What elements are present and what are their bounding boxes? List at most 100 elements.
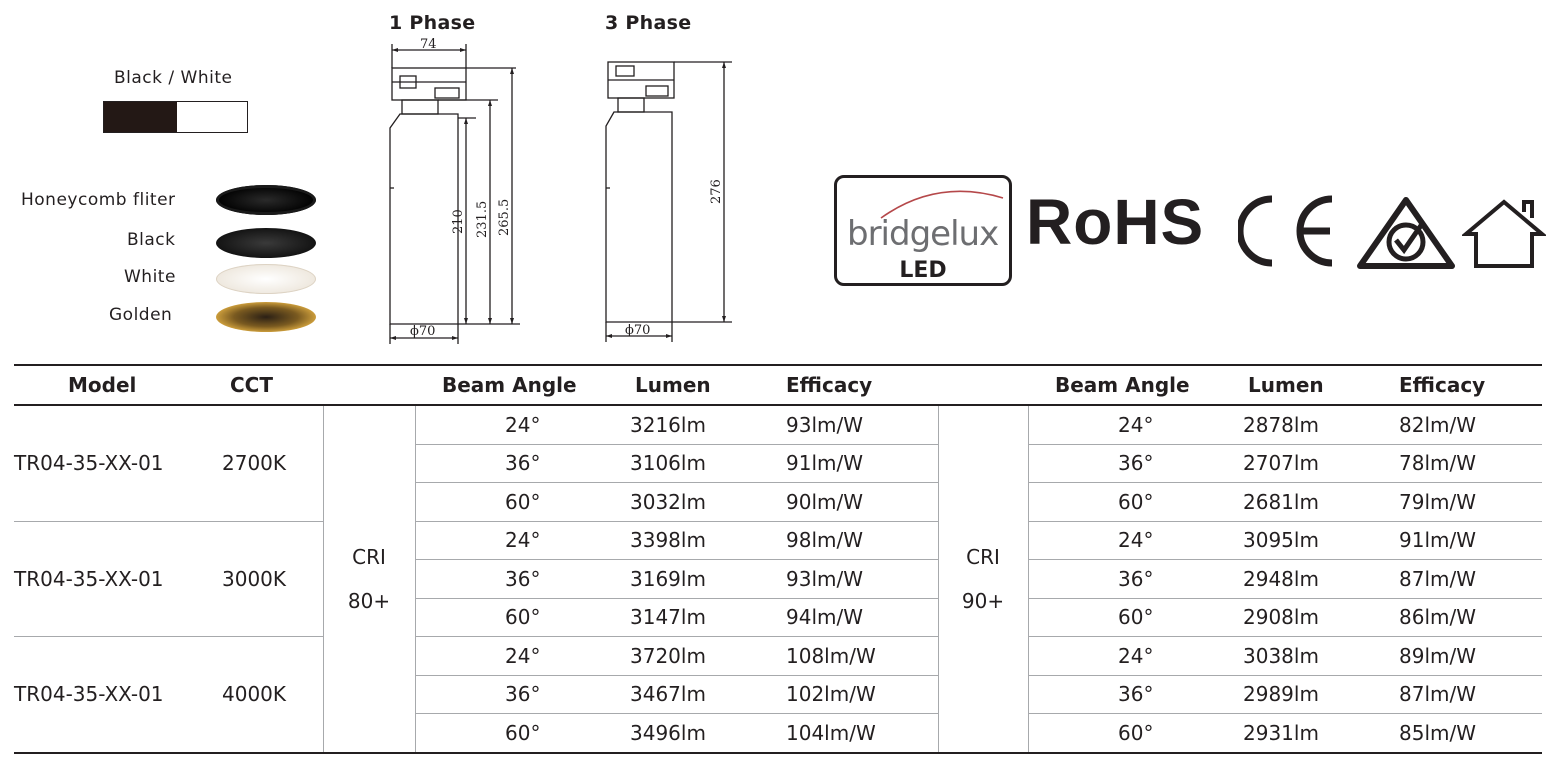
header-beam-angle-cri80: Beam Angle: [415, 364, 630, 406]
bridgelux-led-text: LED: [899, 258, 947, 283]
phase1-dimension-drawing: 74 ϕ70 210 231.5 265.5: [389, 38, 520, 344]
rcm-mark-icon: [1357, 197, 1455, 269]
beam-angle-cell: 24°: [415, 636, 630, 676]
beam-angle-cell: 36°: [1028, 559, 1243, 599]
table-row: 60° 3032lm 90lm/W 60° 2681lm 79lm/W: [14, 482, 1542, 522]
efficacy-cri80-cell: 91lm/W: [786, 444, 938, 483]
lumen-cri80-cell: 3169lm: [630, 559, 786, 599]
beam-angle-cell: 60°: [1028, 713, 1243, 754]
beam-angle-cell: 36°: [415, 559, 630, 599]
finish-swatch-white: [177, 102, 247, 132]
finish-swatch: [103, 101, 248, 133]
reflector-label-honeycomb: Honeycomb fliter: [21, 190, 176, 210]
beam-angle-cell: 24°: [1028, 405, 1243, 445]
beam-angle-cell: 24°: [1028, 521, 1243, 560]
header-model: Model: [14, 364, 200, 406]
phase3-diameter-label: ϕ70: [625, 323, 650, 338]
lumen-cri90-cell: 2707lm: [1243, 444, 1399, 483]
reflector-label-golden: Golden: [109, 305, 173, 325]
model-cell: TR04-35-XX-01: [14, 405, 200, 522]
cct-cell: 4000K: [200, 636, 323, 754]
finish-swatch-black: [104, 102, 177, 132]
table-header-row: Model CCT Beam Angle Lumen Efficacy Beam…: [14, 364, 1542, 406]
efficacy-cri80-cell: 98lm/W: [786, 521, 938, 560]
beam-angle-cell: 36°: [1028, 675, 1243, 714]
table-row: 36° 3169lm 93lm/W 36° 2948lm 87lm/W: [14, 559, 1542, 599]
cct-cell: 3000K: [200, 521, 323, 637]
lumen-cri80-cell: 3032lm: [630, 482, 786, 522]
phase1-height-265-label: 265.5: [497, 199, 512, 236]
lumen-cri80-cell: 3496lm: [630, 713, 786, 754]
lumen-cri90-cell: 2931lm: [1243, 713, 1399, 754]
beam-angle-cell: 36°: [415, 675, 630, 714]
efficacy-cri90-cell: 87lm/W: [1399, 675, 1542, 714]
efficacy-cri90-cell: 78lm/W: [1399, 444, 1542, 483]
phase3-height-label: 276: [709, 179, 724, 204]
cri-80-cell: CRI 80+: [322, 405, 416, 754]
bridgelux-led-logo: bridgelux LED: [834, 175, 1012, 286]
efficacy-cri80-cell: 108lm/W: [786, 636, 938, 676]
efficacy-cri80-cell: 94lm/W: [786, 598, 938, 637]
bridgelux-wordmark: bridgelux: [847, 214, 999, 254]
cri-80-line1: CRI: [352, 544, 386, 569]
honeycomb-reflector-image: [216, 185, 316, 215]
lumen-cri90-cell: 3095lm: [1243, 521, 1399, 560]
efficacy-cri80-cell: 102lm/W: [786, 675, 938, 714]
header-efficacy-cri90: Efficacy: [1399, 364, 1542, 406]
efficacy-cri90-cell: 89lm/W: [1399, 636, 1542, 676]
cri-90-line2: 90+: [961, 588, 1005, 613]
beam-angle-cell: 60°: [1028, 482, 1243, 522]
phase1-width-label: 74: [420, 38, 437, 52]
phase3-title: 3 Phase: [605, 12, 692, 34]
beam-angle-cell: 24°: [415, 521, 630, 560]
table-row: TR04-35-XX-01 2700K CRI 80+ 24° 3216lm 9…: [14, 405, 1542, 754]
header-cri-blank: [323, 364, 415, 406]
lumen-cri80-cell: 3720lm: [630, 636, 786, 676]
lumen-cri80-cell: 3467lm: [630, 675, 786, 714]
finish-label: Black / White: [114, 68, 233, 88]
table-row: 36° 3106lm 91lm/W 36° 2707lm 78lm/W: [14, 444, 1542, 483]
model-cell: TR04-35-XX-01: [14, 521, 200, 637]
beam-angle-cell: 36°: [415, 444, 630, 483]
lumen-cri80-cell: 3216lm: [630, 405, 786, 445]
lumen-cri90-cell: 2989lm: [1243, 675, 1399, 714]
efficacy-cri80-cell: 93lm/W: [786, 405, 938, 445]
cri-90-cell: CRI 90+: [937, 405, 1029, 754]
cri-80-line2: 80+: [347, 588, 391, 613]
phase1-title: 1 Phase: [389, 12, 476, 34]
header-lumen-cri80: Lumen: [630, 364, 786, 406]
efficacy-cri80-cell: 93lm/W: [786, 559, 938, 599]
white-reflector-image: [216, 264, 316, 294]
lumen-cri90-cell: 3038lm: [1243, 636, 1399, 676]
beam-angle-cell: 60°: [1028, 598, 1243, 637]
beam-angle-cell: 24°: [415, 405, 630, 445]
lumen-cri80-cell: 3147lm: [630, 598, 786, 637]
cct-cell: 2700K: [200, 405, 323, 522]
beam-angle-cell: 60°: [415, 482, 630, 522]
header-beam-angle-cri90: Beam Angle: [1028, 364, 1243, 406]
lumen-cri90-cell: 2948lm: [1243, 559, 1399, 599]
lumen-cri80-cell: 3106lm: [630, 444, 786, 483]
phase1-diameter-label: ϕ70: [410, 324, 435, 339]
efficacy-cri90-cell: 79lm/W: [1399, 482, 1542, 522]
beam-angle-cell: 60°: [415, 713, 630, 754]
reflector-label-white: White: [124, 267, 176, 287]
table-row: TR04-35-XX-01 4000K 24° 3720lm 108lm/W 2…: [14, 636, 1542, 754]
ce-mark-icon: [1238, 195, 1333, 267]
beam-angle-cell: 36°: [1028, 444, 1243, 483]
reflector-label-black: Black: [127, 230, 176, 250]
beam-angle-cell: 60°: [415, 598, 630, 637]
efficacy-cri80-cell: 104lm/W: [786, 713, 938, 754]
house-icon: [1462, 199, 1546, 268]
table-row: 60° 3496lm 104lm/W 60° 2931lm 85lm/W: [14, 713, 1542, 754]
spec-table: Model CCT Beam Angle Lumen Efficacy Beam…: [14, 364, 1542, 754]
header-efficacy-cri80: Efficacy: [786, 364, 938, 406]
table-row: 36° 3467lm 102lm/W 36° 2989lm 87lm/W: [14, 675, 1542, 714]
efficacy-cri80-cell: 90lm/W: [786, 482, 938, 522]
table-row: TR04-35-XX-01 3000K 24° 3398lm 98lm/W 24…: [14, 521, 1542, 637]
header-cct: CCT: [200, 364, 323, 406]
lumen-cri90-cell: 2681lm: [1243, 482, 1399, 522]
bridgelux-arc-icon: [880, 190, 1004, 219]
phase1-height-210-label: 210: [451, 209, 466, 234]
efficacy-cri90-cell: 85lm/W: [1399, 713, 1542, 754]
